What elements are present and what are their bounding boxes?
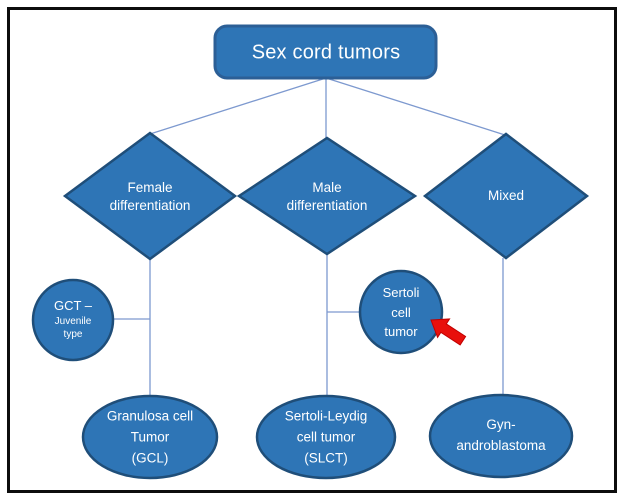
node-sertoli-cell-tumor-shape xyxy=(358,269,444,355)
diagram-frame xyxy=(7,7,617,493)
connector-root-mixed xyxy=(325,77,506,136)
red-arrow-icon xyxy=(430,318,467,346)
connector-root-female xyxy=(149,77,327,135)
node-granulosa-shape xyxy=(81,394,219,480)
node-gyn-androblastoma-shape xyxy=(428,393,574,479)
node-mixed-shape xyxy=(422,132,590,260)
node-slct-shape xyxy=(255,394,397,480)
connector-lines xyxy=(113,77,506,396)
node-gct-juvenile-shape xyxy=(31,278,115,362)
node-female-differentiation-shape xyxy=(62,131,238,261)
node-sex-cord-tumors-shape xyxy=(213,24,438,80)
node-male-differentiation-shape xyxy=(236,136,418,256)
